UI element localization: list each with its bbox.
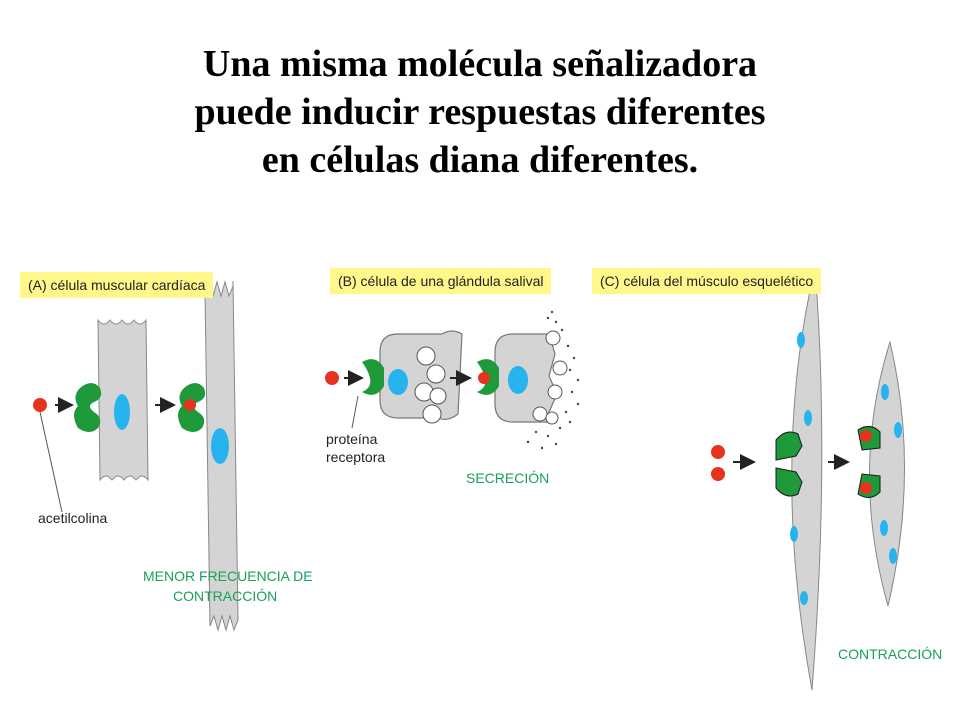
receptor-label-line-2: receptora bbox=[326, 449, 386, 465]
receptor-c2 bbox=[857, 426, 881, 498]
panel-b-graphics bbox=[325, 310, 580, 450]
page-title: Una misma molécula señalizadora puede in… bbox=[0, 40, 960, 184]
bound-molecule-c-top bbox=[860, 430, 872, 442]
panel-a-response-line-1: MENOR FRECUENCIA DE bbox=[143, 568, 313, 584]
skeletal-cell-2 bbox=[869, 340, 906, 607]
title-line-3: en células diana diferentes. bbox=[261, 139, 699, 181]
receptor-label: proteína receptora bbox=[326, 430, 385, 466]
signal-molecule-c-top bbox=[711, 445, 725, 459]
secreted-particles bbox=[526, 310, 580, 450]
receptor-pointer-line bbox=[351, 395, 359, 429]
panel-b-response: SECRECIÓN bbox=[466, 470, 550, 486]
panel-a-label: (A) célula muscular cardíaca bbox=[20, 272, 214, 298]
secretory-vesicles-b2 bbox=[532, 330, 568, 425]
bound-acetylcholine-a bbox=[184, 399, 196, 411]
panel-a-response-line-2: CONTRACCIÓN bbox=[173, 588, 278, 604]
nuclei-c1 bbox=[790, 332, 812, 605]
receptor-label-line-1: proteína bbox=[326, 431, 378, 447]
panel-c-label: (C) célula del músculo esquelético bbox=[592, 268, 822, 294]
secretory-vesicles-b1 bbox=[414, 346, 447, 424]
signal-molecule-c-bottom bbox=[711, 467, 725, 481]
title-line-1: Una misma molécula señalizadora bbox=[202, 43, 758, 85]
panel-c-graphics bbox=[711, 267, 906, 691]
title-line-2: puede inducir respuestas diferentes bbox=[194, 91, 766, 133]
acetylcholine-pointer-line bbox=[39, 411, 63, 513]
panel-a-graphics bbox=[33, 280, 239, 632]
bound-molecule-b bbox=[478, 372, 490, 384]
bound-molecule-c-bottom bbox=[860, 482, 872, 494]
receptor-c1 bbox=[775, 431, 803, 497]
receptor-a1 bbox=[74, 383, 102, 432]
acetylcholine-molecule bbox=[33, 398, 47, 412]
nucleus-a2 bbox=[211, 428, 229, 464]
panel-a-response: MENOR FRECUENCIA DE CONTRACCIÓN bbox=[143, 566, 313, 606]
receptor-b1 bbox=[362, 359, 384, 395]
nuclei-c2 bbox=[880, 384, 902, 564]
nucleus-b1 bbox=[388, 369, 408, 395]
nucleus-a1 bbox=[114, 394, 130, 430]
signal-molecule-b bbox=[325, 371, 339, 385]
skeletal-cell-1 bbox=[791, 267, 823, 691]
acetylcholine-label: acetilcolina bbox=[38, 510, 108, 526]
panel-c-response: CONTRACCIÓN bbox=[838, 646, 943, 662]
nucleus-b2 bbox=[508, 366, 528, 394]
panel-b-label: (B) célula de una glándula salival bbox=[330, 268, 552, 294]
